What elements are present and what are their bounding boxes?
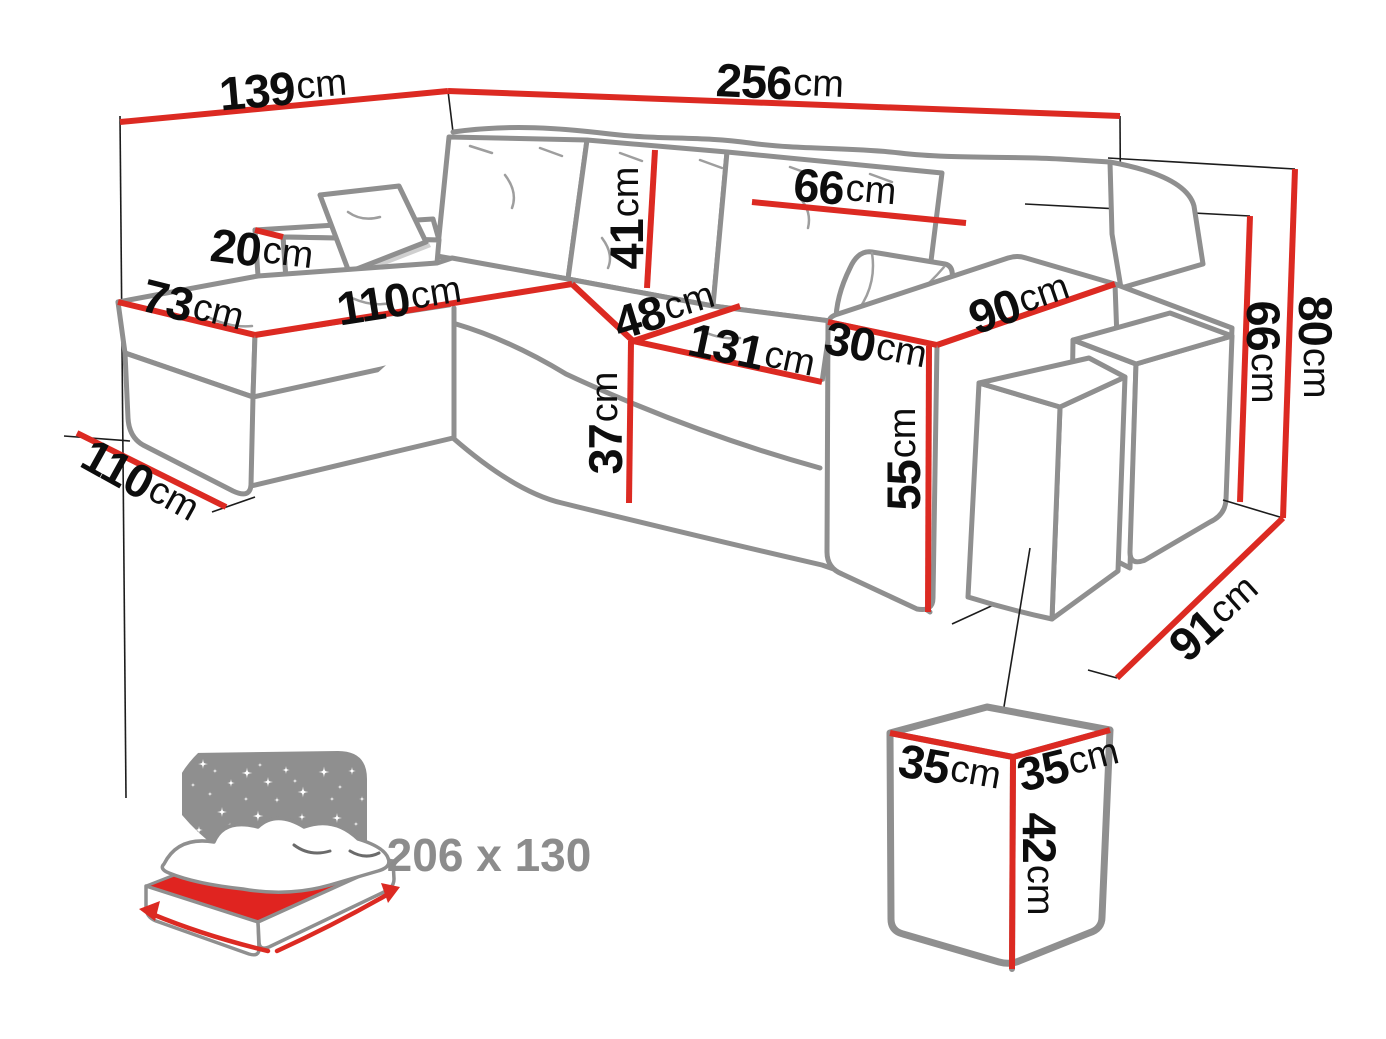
sleeping-function-icon: 206 x 130 (139, 751, 592, 957)
dim-line-side-backrest-height (254, 227, 284, 240)
dim-line-seat-depth (632, 303, 741, 344)
dim-label-back-cushion-height: 41cm (600, 167, 653, 270)
dimension-lines (75, 88, 1298, 970)
dim-label-seat-height: 37cm (579, 372, 632, 475)
bed-size-label: 206 x 130 (387, 829, 592, 881)
unfold-arrow-left (149, 911, 271, 954)
dim-line-seat-height (626, 340, 634, 504)
dim-line-chaise-front-width (117, 299, 256, 338)
ext-line-side-depth-bottom (1087, 669, 1118, 679)
pouf-leader-line (1000, 547, 1031, 726)
dim-line-pouf-depth (1012, 727, 1111, 760)
dim-line-armrest-height (925, 345, 932, 613)
dim-line-chaise-floor-depth (75, 430, 228, 510)
dim-label-side-backrest-height: 20cm (208, 217, 317, 282)
ext-line-chaise-floor-a (63, 435, 131, 442)
pouf-front (965, 355, 1128, 622)
moon-crescent-icon (155, 752, 199, 829)
dim-label-chaise-seat-length: 110cm (333, 263, 465, 335)
dim-line-chaise-seat-length (254, 281, 573, 338)
sofa-drawing (115, 125, 1284, 726)
dim-label-armrest-width: 30cm (820, 310, 931, 382)
unfold-arrow-right-head (381, 883, 400, 903)
dim-line-armrest-depth (936, 281, 1116, 348)
ext-line-side-depth-top (1222, 499, 1284, 519)
pillow-crease-b (348, 849, 381, 858)
dim-label-total-height: 80cm (1290, 296, 1343, 399)
dim-line-pouf-height (1009, 756, 1016, 970)
dim-label-backrest-height: 66cm (1238, 301, 1291, 404)
cushion-creases (468, 144, 894, 312)
dim-label-back-cushion-width: 66cm (791, 157, 898, 219)
dim-line-back-cushion-height (644, 149, 658, 289)
dim-line-back-width-left (119, 88, 449, 125)
back-corner-edge (447, 90, 454, 133)
backrest-right-end (1107, 159, 1206, 291)
dim-label-side-depth: 91cm (1158, 563, 1270, 671)
dim-line-side-depth (1114, 515, 1286, 681)
dim-line-total-height (1280, 168, 1298, 519)
dim-label-back-width-main: 256cm (715, 53, 845, 112)
dim-line-pouf-width (889, 730, 1014, 760)
pillow-chaise-crease (346, 210, 382, 220)
dim-line-back-width-main (447, 88, 1121, 119)
dim-line-seat-corner (569, 281, 636, 344)
main-front-seam (453, 321, 823, 471)
dim-line-backrest-height (1237, 215, 1253, 503)
dim-line-back-cushion-width (751, 199, 967, 226)
pillow-crease-a (292, 843, 332, 855)
decorative-pillow-chaise (317, 183, 429, 275)
armrest-top-face (827, 254, 1118, 348)
armrest-front-face (824, 319, 940, 612)
ext-line-chaise-floor-b (211, 496, 256, 513)
dim-label-pouf-height: 42cm (1014, 813, 1067, 916)
backrest-top-edge (450, 125, 1113, 165)
unfold-arrow-right (274, 890, 393, 954)
ext-line-total-height-top (1107, 157, 1296, 170)
dim-label-pouf-width: 35cm (895, 733, 1006, 803)
duvet-pillows (160, 816, 391, 894)
seat-creases (208, 296, 742, 340)
dim-line-seat-length (632, 338, 823, 385)
dim-line-armrest-width (827, 319, 938, 348)
dim-label-back-width-left: 139cm (217, 56, 349, 120)
unfold-arrow-left-head (139, 901, 160, 921)
front-faces-fill (251, 284, 935, 612)
dim-label-armrest-height: 55cm (877, 408, 930, 511)
